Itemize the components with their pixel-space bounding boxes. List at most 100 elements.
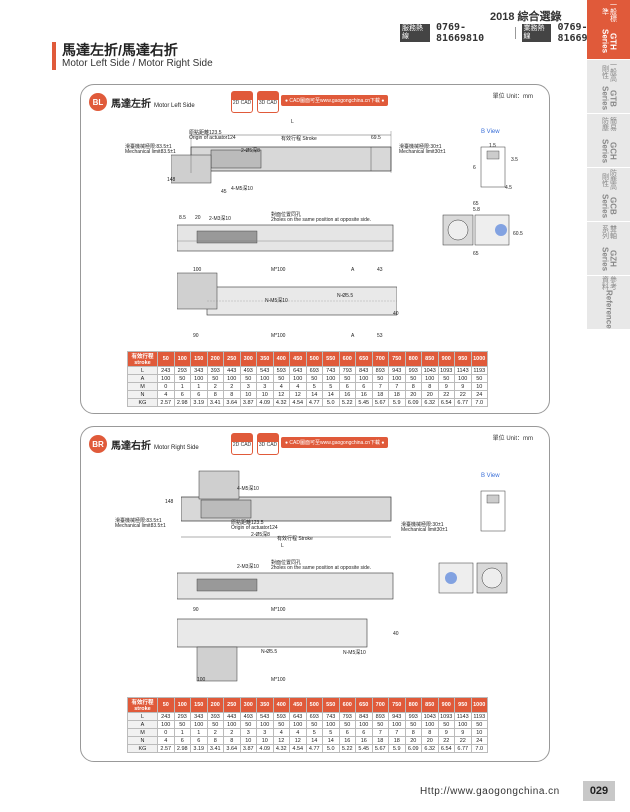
spec-cell: 293 [173,712,191,721]
spec-cell: 4 [157,390,175,399]
spec-cell: 50 [371,374,389,383]
unit-label: 單位 Unit：mm [492,94,533,100]
spec-cell: 18 [388,390,406,399]
spec-stroke: 250 [223,697,241,713]
spec-cell: 393 [206,366,224,375]
side-tab-label-zh: 參考資料 [601,276,617,291]
spec-cell: 4.32 [272,744,290,753]
cad-download-link[interactable]: ● CAD圖面可至www.gaogongchina.cn下載 ● [281,437,389,448]
cad-download-link[interactable]: ● CAD圖面可至www.gaogongchina.cn下載 ● [281,95,389,106]
spec-cell: 8 [206,736,224,745]
spec-cell: 6 [338,728,356,737]
spec-cell: 100 [388,374,406,383]
dim-origin: 原點距離123.5 [231,520,264,526]
dim-n-5-5: N-Ø5.5 [261,649,278,655]
spec-cell: 6.54 [437,744,455,753]
dim-m100: M*100 [271,607,286,613]
spec-cell: 993 [404,712,422,721]
cad-2d-label: 2D CAD [232,442,252,448]
spec-stroke: 550 [322,351,340,367]
spec-cell: 5 [305,728,323,737]
side-tab-reference[interactable]: 參考資料 Reference [587,276,630,330]
side-tab-gzh[interactable]: 雙軸系列 GZH Series [587,222,630,276]
cad-3d-icon[interactable]: 3D CAD [257,433,279,455]
panel-title-en: Motor Left Side [154,103,195,109]
page-title: 馬達左折/馬達右折 [62,42,178,58]
spec-cell: 5.0 [322,398,340,407]
dim-6: 6 [473,165,476,171]
spec-cell: 4.54 [289,398,307,407]
side-tab-gth[interactable]: 一般標準 GTH Series [587,0,630,60]
spec-cell: 9 [454,728,472,737]
dim-65: 65 [473,201,479,207]
footer-url[interactable]: Http://www.gaogongchina.cn [420,786,560,797]
spec-cell: 7.0 [470,398,488,407]
dim-n-m5: N-M5深10 [343,650,366,656]
spec-cell: 50 [173,374,191,383]
spec-cell: 10 [256,736,274,745]
spec-cell: 50 [305,374,323,383]
spec-cell: 10 [256,390,274,399]
spec-cell: 1193 [470,712,488,721]
side-tab-gtb[interactable]: 一般高剛性 GTB Series [587,60,630,114]
spec-cell: 18 [388,736,406,745]
spec-cell: 443 [223,712,241,721]
side-tab-gch[interactable]: 簡易防塵 GCH Series [587,114,630,168]
spec-cell: 5 [322,728,340,737]
spec-cell: 1193 [470,366,488,375]
spec-stroke: 250 [223,351,241,367]
dim-hole-note-en: 2holes on the same position at opposite … [271,565,372,571]
spec-cell: 16 [338,736,356,745]
spec-cell: 8 [223,736,241,745]
spec-cell: 100 [190,374,208,383]
dim-60-5: 60.5 [513,231,523,237]
spec-cell: 50 [404,720,422,729]
catalog-year-title: 2018 綜合選錄 [490,11,562,23]
spec-cell: 5.67 [371,744,389,753]
spec-stroke: 400 [272,697,290,713]
spec-cell: 2 [206,728,224,737]
spec-cell: 9 [437,382,455,391]
spec-cell: 5.9 [388,398,406,407]
spec-cell: 0 [157,382,175,391]
spec-cell: 50 [239,374,257,383]
spec-cell: 6.32 [421,744,439,753]
spec-cell: 6.09 [404,744,422,753]
spec-header-label: 有效行程 stroke [127,351,158,367]
spec-cell: 1043 [421,366,439,375]
drawing-end-view [441,211,521,255]
spec-stroke: 100 [173,697,191,713]
spec-cell: 6 [355,728,373,737]
spec-cell: 3 [239,728,257,737]
spec-cell: 543 [256,366,274,375]
spec-cell: 8 [421,382,439,391]
cad-3d-icon[interactable]: 3D CAD [257,91,279,113]
drawing-top-view [181,467,411,547]
spec-cell: 12 [289,736,307,745]
dim-hole-note-en: 2holes on the same position at opposite … [271,217,372,223]
drawing-b-view [471,483,521,537]
spec-cell: 1 [190,382,208,391]
spec-cell: 3 [256,728,274,737]
spec-cell: 4 [272,728,290,737]
spec-cell: 100 [322,720,340,729]
spec-row-label: M [127,728,158,737]
spec-cell: 343 [190,366,208,375]
spec-cell: 5.22 [338,398,356,407]
dim-l: L [291,119,294,125]
cad-2d-icon[interactable]: 2D CAD [231,91,253,113]
spec-cell: 343 [190,712,208,721]
side-tab-gcb[interactable]: 防塵高剛性 GCB Series [587,168,630,222]
b-view-label: B View [481,129,500,135]
dim-100: 100 [193,267,202,273]
cad-2d-icon[interactable]: 2D CAD [231,433,253,455]
spec-cell: 18 [371,736,389,745]
spec-cell: 793 [338,366,356,375]
spec-cell: 1093 [437,366,455,375]
spec-stroke: 800 [404,351,422,367]
series-side-tabs: 一般標準 GTH Series 一般高剛性 GTB Series 簡易防塵 GC… [587,0,630,330]
spec-cell: 7 [388,382,406,391]
spec-cell: 4.54 [289,744,307,753]
